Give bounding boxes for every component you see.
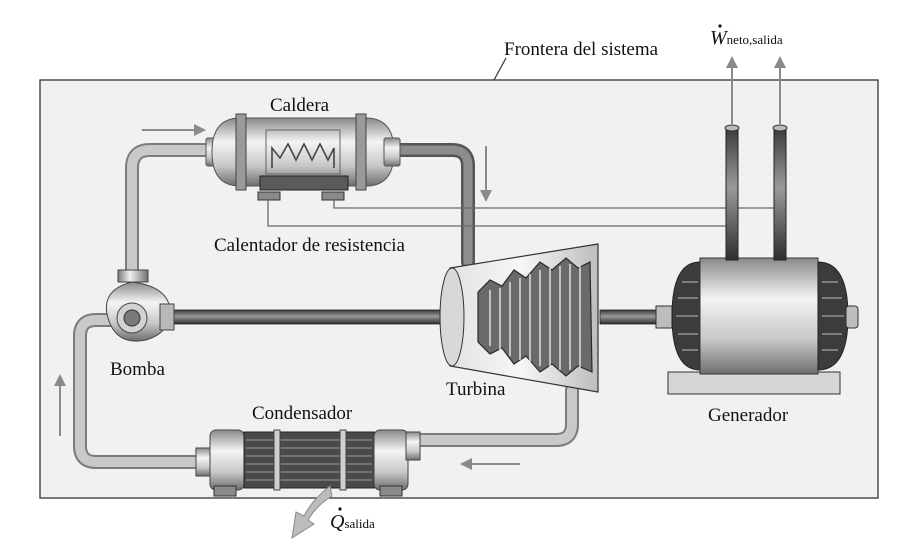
generator [655,124,859,395]
w-dot-icon [718,24,722,28]
w-symbol: W [710,27,727,49]
generator-label: Generador [708,405,789,426]
heater-coil [271,142,335,168]
turbine-label: Turbina [446,379,506,400]
shaft-pump-turbine [169,309,461,325]
boiler-label: Caldera [270,95,330,116]
pipe-loop-left [73,143,579,469]
net-work-output-label: Wneto,salida [710,28,783,48]
pipe-steam [391,143,475,269]
resistance-heater-label: Calentador de resistencia [214,235,405,256]
system-boundary-leader [493,57,507,81]
boiler [205,113,401,201]
w-subscript: neto,salida [726,32,783,47]
heat-output-arrow [291,485,333,540]
flow-arrows [54,124,520,470]
system-boundary-label: Frontera del sistema [504,39,659,60]
turbine [439,243,599,393]
heat-output-label: Qsalida [330,512,375,532]
q-symbol: Q [330,511,345,533]
pump [106,269,175,342]
q-subscript: salida [344,516,375,531]
work-output-arrows [726,56,786,124]
turbine-rotor [477,257,593,377]
condenser [195,429,421,497]
pump-label: Bomba [110,359,165,380]
q-dot-icon [338,507,342,511]
condenser-label: Condensador [252,403,353,424]
